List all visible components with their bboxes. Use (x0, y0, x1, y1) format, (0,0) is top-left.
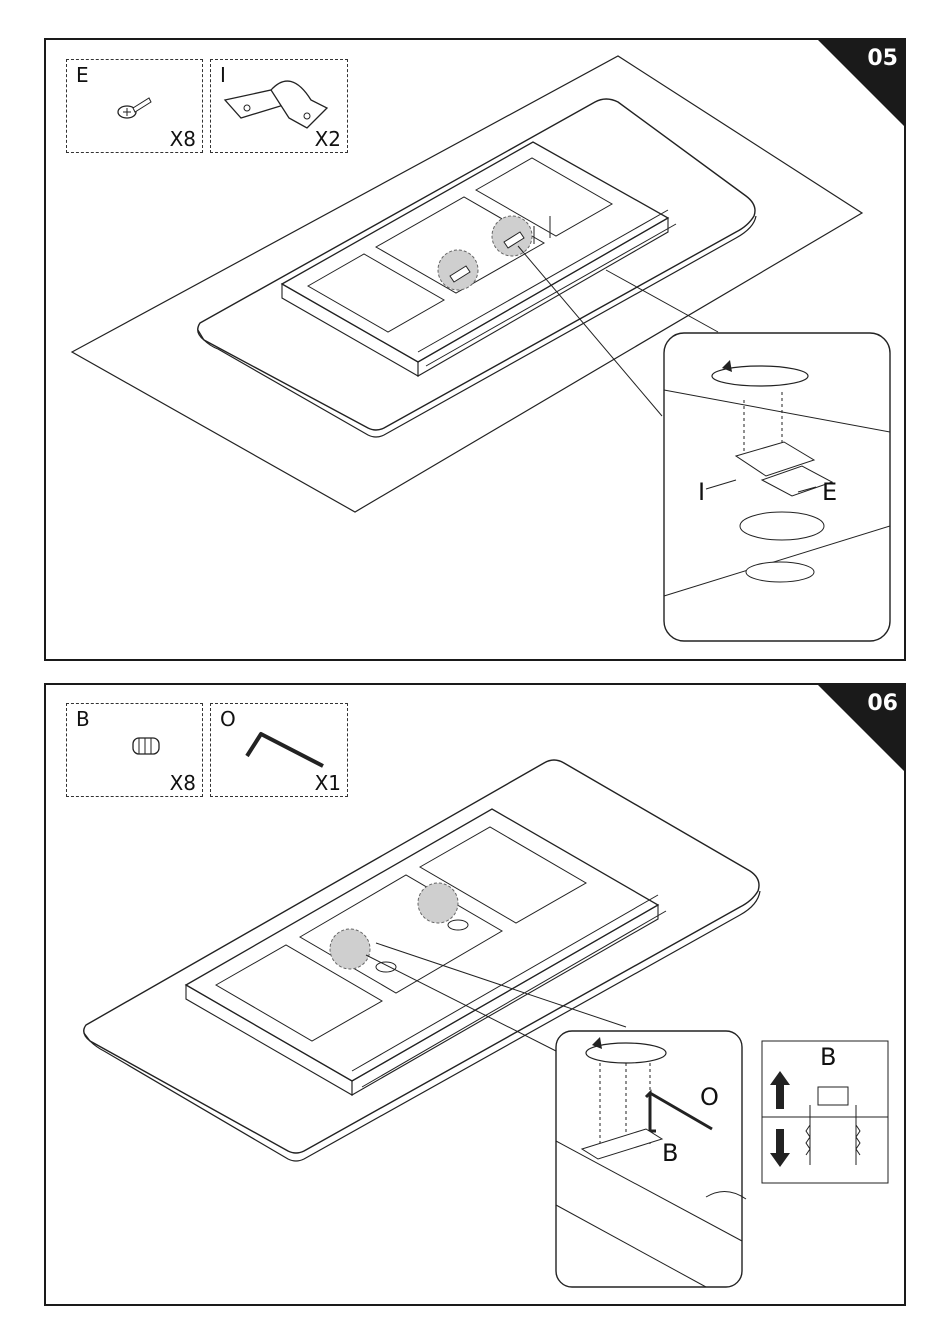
label-part-o: O (700, 1085, 719, 1109)
label-part-i: I (698, 480, 705, 504)
detail-callout (556, 1031, 742, 1287)
part-quantity: X1 (315, 771, 341, 795)
part-card-b: B X8 (66, 703, 203, 797)
part-quantity: X8 (170, 127, 196, 151)
label-part-e: E (822, 480, 837, 504)
bracket-highlight-1 (438, 250, 478, 290)
step-number: 05 (867, 46, 898, 71)
insert-highlight-2 (418, 883, 458, 923)
part-card-o: O X1 (210, 703, 348, 797)
step-number-badge: 05 (818, 40, 904, 126)
part-letter: B (76, 707, 90, 731)
part-card-i: I X2 (210, 59, 348, 153)
legend-label-b: B (820, 1045, 836, 1069)
part-letter: E (76, 63, 89, 87)
insert-nut-cross-section (818, 1087, 848, 1105)
part-quantity: X8 (170, 771, 196, 795)
step-number: 06 (867, 691, 898, 716)
part-quantity: X2 (315, 127, 341, 151)
part-card-e: E X8 (66, 59, 203, 153)
part-letter: O (220, 707, 236, 731)
label-part-b: B (662, 1141, 678, 1165)
bracket-highlight-2 (492, 216, 532, 256)
step-06-panel: O B B B X8 O X1 06 (44, 683, 906, 1306)
part-letter: I (220, 63, 226, 87)
insert-highlight-1 (330, 929, 370, 969)
step-number-badge: 06 (818, 685, 904, 771)
step-05-panel: I E E X8 I X2 05 (44, 38, 906, 661)
